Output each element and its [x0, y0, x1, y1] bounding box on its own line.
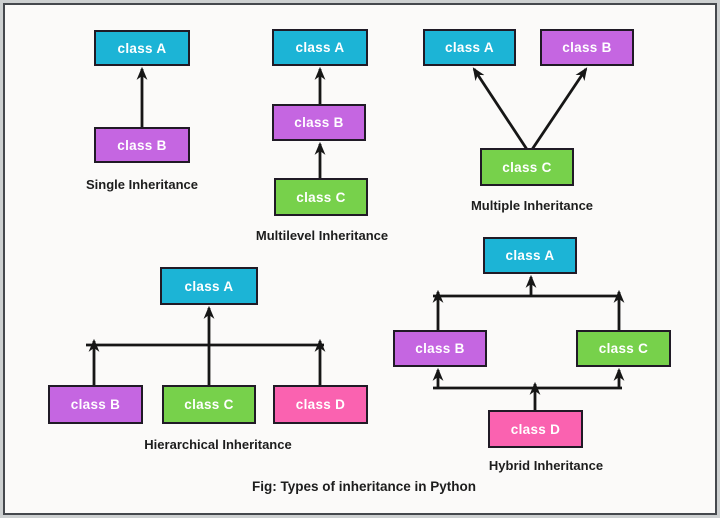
- hierarchical-class-a-box: class A: [160, 267, 258, 305]
- multiple-inheritance-title: Multiple Inheritance: [470, 198, 594, 213]
- multiple-class-c-box: class C: [480, 148, 574, 186]
- multiple-class-a-box: class A: [423, 29, 516, 66]
- hybrid-inheritance-title: Hybrid Inheritance: [488, 458, 604, 473]
- single-class-a-box: class A: [94, 30, 190, 66]
- multiple-class-b-box: class B: [540, 29, 634, 66]
- hybrid-class-c-box: class C: [576, 330, 671, 367]
- hybrid-class-a-box: class A: [483, 237, 577, 274]
- hierarchical-inheritance-title: Hierarchical Inheritance: [144, 437, 292, 452]
- multilevel-class-a-box: class A: [272, 29, 368, 66]
- hybrid-class-d-box: class D: [488, 410, 583, 448]
- single-class-b-box: class B: [94, 127, 190, 163]
- multilevel-inheritance-title: Multilevel Inheritance: [255, 228, 389, 243]
- multilevel-class-c-box: class C: [274, 178, 368, 216]
- hybrid-class-b-box: class B: [393, 330, 487, 367]
- hierarchical-class-c-box: class C: [162, 385, 256, 424]
- hierarchical-class-b-box: class B: [48, 385, 143, 424]
- multilevel-class-b-box: class B: [272, 104, 366, 141]
- figure-caption: Fig: Types of inheritance in Python: [251, 479, 476, 494]
- single-inheritance-title: Single Inheritance: [86, 177, 198, 192]
- figure-frame: [3, 3, 717, 515]
- hierarchical-class-d-box: class D: [273, 385, 368, 424]
